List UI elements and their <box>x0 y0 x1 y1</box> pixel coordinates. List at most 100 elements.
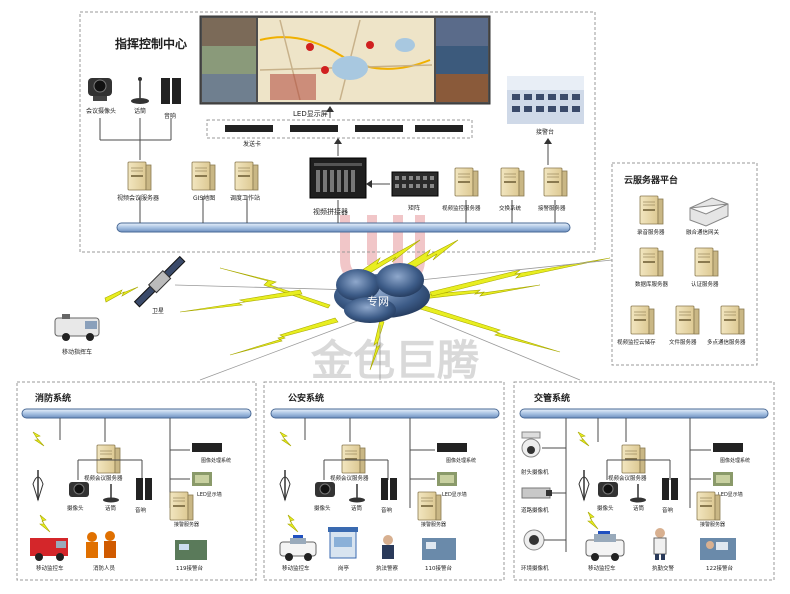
fire-led-wall-label: LED显示墙 <box>197 491 222 498</box>
fire-system-title: 消防系统 <box>35 392 71 404</box>
command-center-box <box>79 11 596 253</box>
fire-vehicle-label: 移动监控车 <box>36 564 64 572</box>
traffic-alarm-server-label: 接警服务器 <box>700 521 725 528</box>
video-storage-label: 视频监控云储存 <box>617 338 656 346</box>
ring-camera <box>523 529 545 551</box>
dispatch-workstation-label: 调度工作站 <box>230 194 260 202</box>
traffic-antenna <box>578 470 590 502</box>
exchange-system <box>500 167 525 197</box>
traffic-system-title: 交管系统 <box>534 392 570 404</box>
traffic-vehicle-label: 移动监控车 <box>588 564 616 572</box>
video-storage-server <box>630 305 655 335</box>
gis-server <box>191 161 216 191</box>
fire-led-wall <box>192 472 212 486</box>
traffic-image-system-label: 图像处理系统 <box>720 457 750 464</box>
matrix-label: 矩阵 <box>408 204 420 212</box>
multi-point-server <box>720 305 745 335</box>
law-officer-label: 执法警察 <box>376 564 399 572</box>
police-camera-label: 摄像头 <box>314 504 331 512</box>
fire-alarm-server-label: 接警服务器 <box>174 521 199 528</box>
police-video-conf-label: 视频会议服务器 <box>330 474 369 482</box>
mobile-command-vehicle-label: 移动指挥车 <box>62 348 92 356</box>
police-image-system <box>437 443 467 452</box>
conference-camera-label: 会议摄像头 <box>86 107 116 115</box>
traffic-camera <box>598 482 618 497</box>
satellite <box>133 255 186 308</box>
traffic-police-label: 执勤交警 <box>652 564 675 572</box>
traffic-led-wall <box>713 472 733 486</box>
speaker <box>161 78 181 104</box>
fire-image-system <box>192 443 222 452</box>
microphone-label: 话筒 <box>134 107 146 115</box>
fusion-gateway <box>689 197 729 227</box>
private-network-cloud <box>334 263 430 323</box>
traffic-mic-label: 话筒 <box>633 504 645 512</box>
traffic-patrol-car <box>585 531 625 561</box>
traffic-alarm-server <box>696 491 721 521</box>
traffic-mic <box>630 484 646 503</box>
traffic-police-officer <box>653 528 667 560</box>
police-kiosk <box>328 527 358 559</box>
dome-camera <box>521 431 541 458</box>
video-splicer <box>309 157 367 199</box>
traffic-speaker-label: 音响 <box>662 506 674 514</box>
law-enforcement-officer <box>382 535 394 559</box>
recording-server-label: 录音服务器 <box>637 228 665 236</box>
fire-speaker-label: 音响 <box>135 506 147 514</box>
sender-card-label: 发送卡 <box>243 140 261 148</box>
ring-camera-label: 环境摄像机 <box>521 564 549 572</box>
private-network-label: 专网 <box>367 294 389 308</box>
police-mic <box>349 484 365 503</box>
led-screen <box>199 15 491 105</box>
fire-truck <box>30 538 68 561</box>
police-image-system-label: 图像处理系统 <box>446 457 476 464</box>
fire-camera-label: 摄像头 <box>67 504 84 512</box>
police-system-title: 公安系统 <box>288 392 324 404</box>
traffic-video-conf-label: 视频会议服务器 <box>608 474 647 482</box>
police-video-conference-server <box>341 444 366 474</box>
traffic-camera-label: 摄像头 <box>597 504 614 512</box>
police-alarm-desk <box>422 538 456 560</box>
mobile-command-vehicle <box>54 314 100 341</box>
gis-map-label: GIS地图 <box>193 194 215 202</box>
traffic-led-wall-label: LED显示墙 <box>718 491 743 498</box>
police-camera <box>315 482 335 497</box>
fire-camera <box>69 482 89 497</box>
firefighters <box>86 531 116 558</box>
dome-camera-label: 射头摄像机 <box>521 468 549 476</box>
traffic-system-box <box>513 381 775 581</box>
speaker-label: 音响 <box>164 112 176 120</box>
alarm-server <box>543 167 568 197</box>
traffic-bus <box>519 408 769 419</box>
command-center-title: 指挥控制中心 <box>115 36 187 51</box>
road-camera <box>521 487 552 499</box>
traffic-alarm-desk <box>700 538 736 560</box>
sender-cards <box>225 125 463 132</box>
fire-system-box <box>16 381 257 581</box>
fire-alarm-desk-label: 119接警台 <box>176 564 203 572</box>
police-antenna <box>279 470 291 502</box>
sender-card-box <box>206 119 473 139</box>
police-speaker <box>381 478 397 500</box>
police-car <box>279 535 317 561</box>
command-bus <box>116 222 571 233</box>
video-conference-server-label: 视频会议服务器 <box>117 194 159 202</box>
video-monitor-server <box>454 167 479 197</box>
fire-mic-label: 话筒 <box>105 504 117 512</box>
police-led-wall-label: LED显示墙 <box>442 491 467 498</box>
conference-camera <box>88 78 112 101</box>
database-server-label: 数据库服务器 <box>635 280 669 288</box>
police-mic-label: 话筒 <box>351 504 363 512</box>
traffic-video-conference-server <box>621 444 646 474</box>
fire-bus <box>21 408 252 419</box>
video-conference-server <box>127 161 152 191</box>
fire-alarm-server <box>169 491 194 521</box>
road-camera-label: 道路摄像机 <box>521 506 549 514</box>
video-monitor-server-label: 视频监控服务器 <box>442 204 481 212</box>
firefighters-label: 消防人员 <box>93 564 116 572</box>
police-bus <box>270 408 500 419</box>
police-led-wall <box>437 472 457 486</box>
fire-alarm-desk <box>175 540 207 560</box>
recording-server <box>639 195 664 225</box>
police-alarm-server-label: 接警服务器 <box>421 521 446 528</box>
